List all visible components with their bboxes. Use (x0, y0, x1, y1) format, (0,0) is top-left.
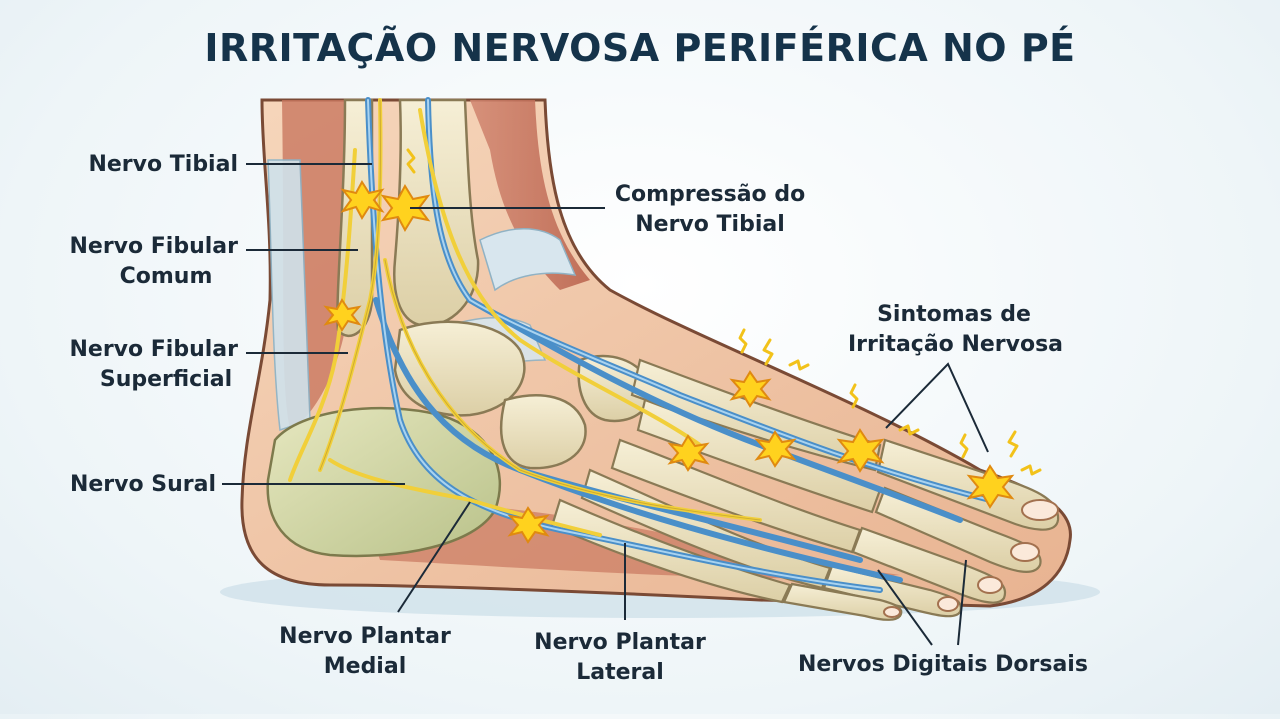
spark-fibular (323, 298, 362, 332)
yellow-nerves-outline (319, 99, 761, 521)
label-nervo-plantar-lateral: Nervo Plantar Lateral (534, 630, 706, 685)
spark-dorsal-4 (836, 428, 885, 473)
label-nervo-fibular-comum: Nervo Fibular Comum (69, 234, 238, 289)
spark-dorsal-2 (667, 434, 710, 472)
leader-plantar-medial (397, 501, 471, 613)
label-nervo-fibular-superficial: Nervo Fibular Superficial (69, 337, 238, 392)
spark-tibial-2 (380, 183, 431, 233)
spark-dorsal-3 (754, 430, 797, 468)
achilles-tendon (267, 159, 311, 432)
talus-bone (393, 320, 526, 417)
leader-lines (222, 163, 989, 646)
spark-tibial-1 (340, 180, 385, 220)
label-nervos-digitais-dorsais: Nervos Digitais Dorsais (798, 652, 1088, 677)
irritation-sparks (323, 180, 1015, 544)
spark-toe (966, 464, 1015, 509)
leader-sintomas (885, 362, 989, 453)
spark-dorsal-1 (729, 370, 772, 408)
leader-digitais-1 (877, 569, 933, 646)
tingle-marks (406, 148, 1042, 476)
spark-plantar (507, 506, 550, 544)
calf-muscle (282, 100, 590, 290)
label-nervo-sural: Nervo Sural (69, 472, 216, 497)
label-nervo-plantar-medial: Nervo Plantar Medial (279, 624, 451, 679)
toenails (883, 499, 1059, 618)
label-nervo-tibial: Nervo Tibial (88, 152, 238, 177)
navicular-bone (500, 394, 587, 470)
diagram-title: IRRITAÇÃO NERVOSA PERIFÉRICA NO PÉ (204, 26, 1076, 70)
label-compressao-nervo-tibial: Compressão do Nervo Tibial (614, 182, 806, 237)
ankle-ligament (479, 228, 577, 292)
label-sintomas-irritacao: Sintomas de Irritação Nervosa (848, 302, 1064, 357)
leader-digitais-2 (957, 559, 967, 646)
